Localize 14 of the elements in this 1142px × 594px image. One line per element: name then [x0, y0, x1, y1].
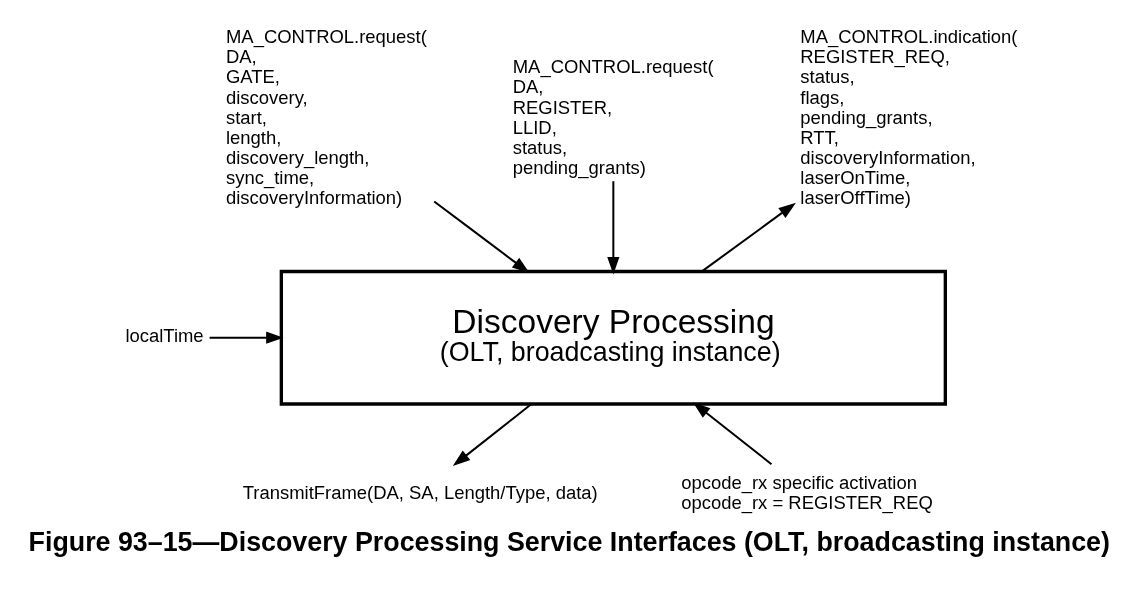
caption: Figure 93–15—Discovery Processing Service Interfaces (OLT, broadcasting instance): [28, 526, 1110, 557]
node-text: MA_CONTROL.request( DA, GATE, discovery, start, length, discovery_length, sync_time, discoveryInformation): [226, 25, 427, 208]
arrow: [433, 200, 530, 273]
arrow: [692, 401, 773, 465]
node-text: TransmitFrame(DA, SA, Length/Type, data): [242, 481, 598, 503]
node-text: MA_CONTROL.indication( REGISTER_REQ, status, flags, pending_grants, RTT, discoveryInformation, laserOnTime, laserOffTime): [800, 25, 1018, 208]
arrow: [701, 202, 796, 272]
arrow: [209, 331, 284, 344]
node-text: opcode_rx specific activation opcode_rx = REGISTER_REQ: [681, 471, 933, 513]
node-text: localTime: [125, 324, 204, 346]
node-box: Discovery Processing (OLT, broadcasting instance): [279, 269, 947, 406]
node-text: MA_CONTROL.request( DA, REGISTER, LLID, status, pending_grants): [512, 55, 714, 178]
arrow: [452, 402, 533, 466]
arrow: [607, 180, 620, 274]
